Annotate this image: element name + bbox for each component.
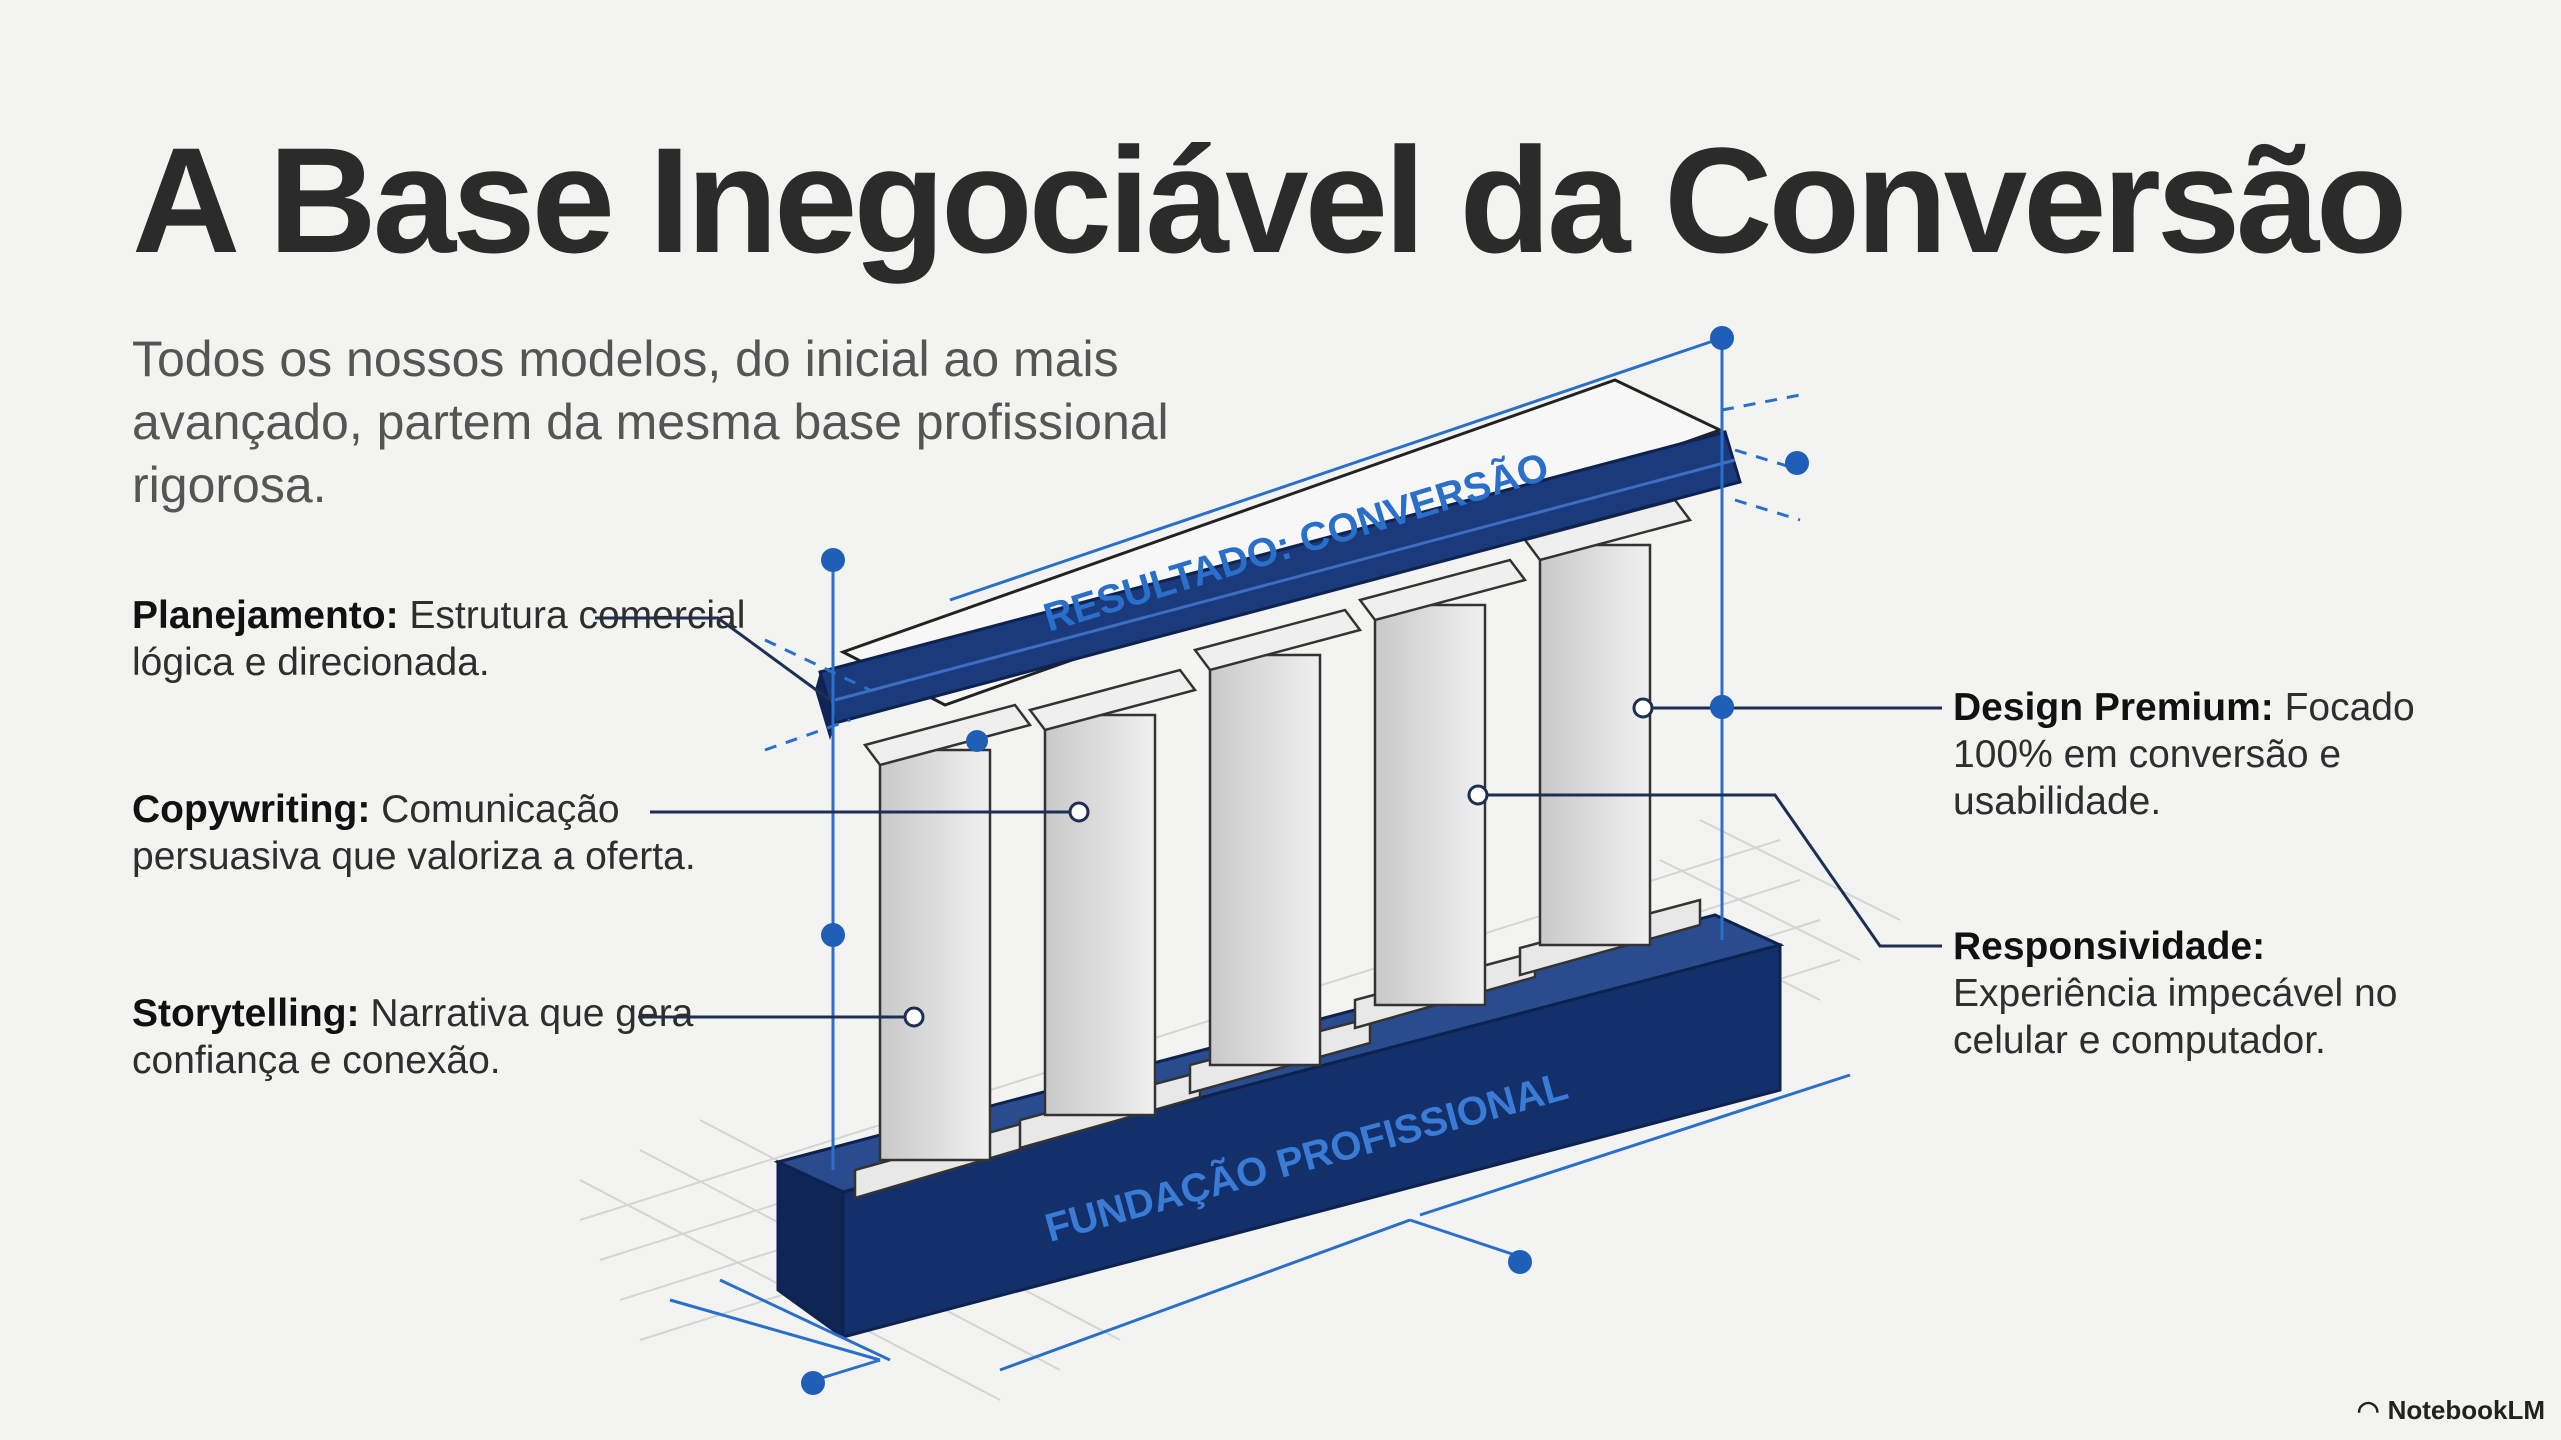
- feature-desc: Estrutura comercial lógica e direcionada…: [132, 594, 746, 684]
- feature-desc: Narrativa que gera confiança e conexão.: [132, 992, 694, 1082]
- column-4: [1353, 558, 1537, 1030]
- notebook-icon: ◠: [2356, 1395, 2380, 1425]
- feature-desc: Experiência impecável no celular e compu…: [1953, 972, 2398, 1062]
- page-subtitle: Todos os nossos modelos, do inicial ao m…: [132, 331, 1169, 513]
- brand-badge: ◠ NotebookLM: [2357, 1395, 2545, 1426]
- page-title: A Base Inegociável da Conversão: [132, 116, 2407, 284]
- feature-copywriting: Copywriting: Comunicação persuasiva que …: [132, 786, 772, 880]
- feature-name: Planejamento:: [132, 594, 399, 637]
- column-3: [1188, 608, 1372, 1095]
- brand-name: NotebookLM: [2387, 1395, 2545, 1425]
- callout-lines: [595, 616, 1942, 1019]
- blueprint-lines: [669, 336, 1851, 1382]
- feature-name: Storytelling:: [132, 992, 360, 1035]
- column-2: [1018, 668, 1202, 1150]
- feature-storytelling: Storytelling: Narrativa que gera confian…: [132, 990, 772, 1084]
- feature-planejamento: Planejamento: Estrutura comercial lógica…: [132, 592, 772, 686]
- feature-name: Responsividade:: [1953, 925, 2266, 968]
- feature-name: Copywriting:: [132, 788, 371, 831]
- feature-desc: Focado 100% em conversão e usabilidade.: [1953, 686, 2415, 823]
- column-1: [853, 703, 1037, 1200]
- column-5: [1518, 498, 1702, 977]
- feature-responsividade: Responsividade: Experiência impecável no…: [1953, 923, 2473, 1064]
- design-callout-dot: [1710, 695, 1734, 719]
- feature-desc: Comunicação persuasiva que valoriza a of…: [132, 788, 696, 878]
- columns: [853, 498, 1702, 1200]
- callout-endpoints: [903, 697, 1654, 1028]
- feature-name: Design Premium:: [1953, 686, 2274, 729]
- feature-design-premium: Design Premium: Focado 100% em conversão…: [1953, 684, 2473, 825]
